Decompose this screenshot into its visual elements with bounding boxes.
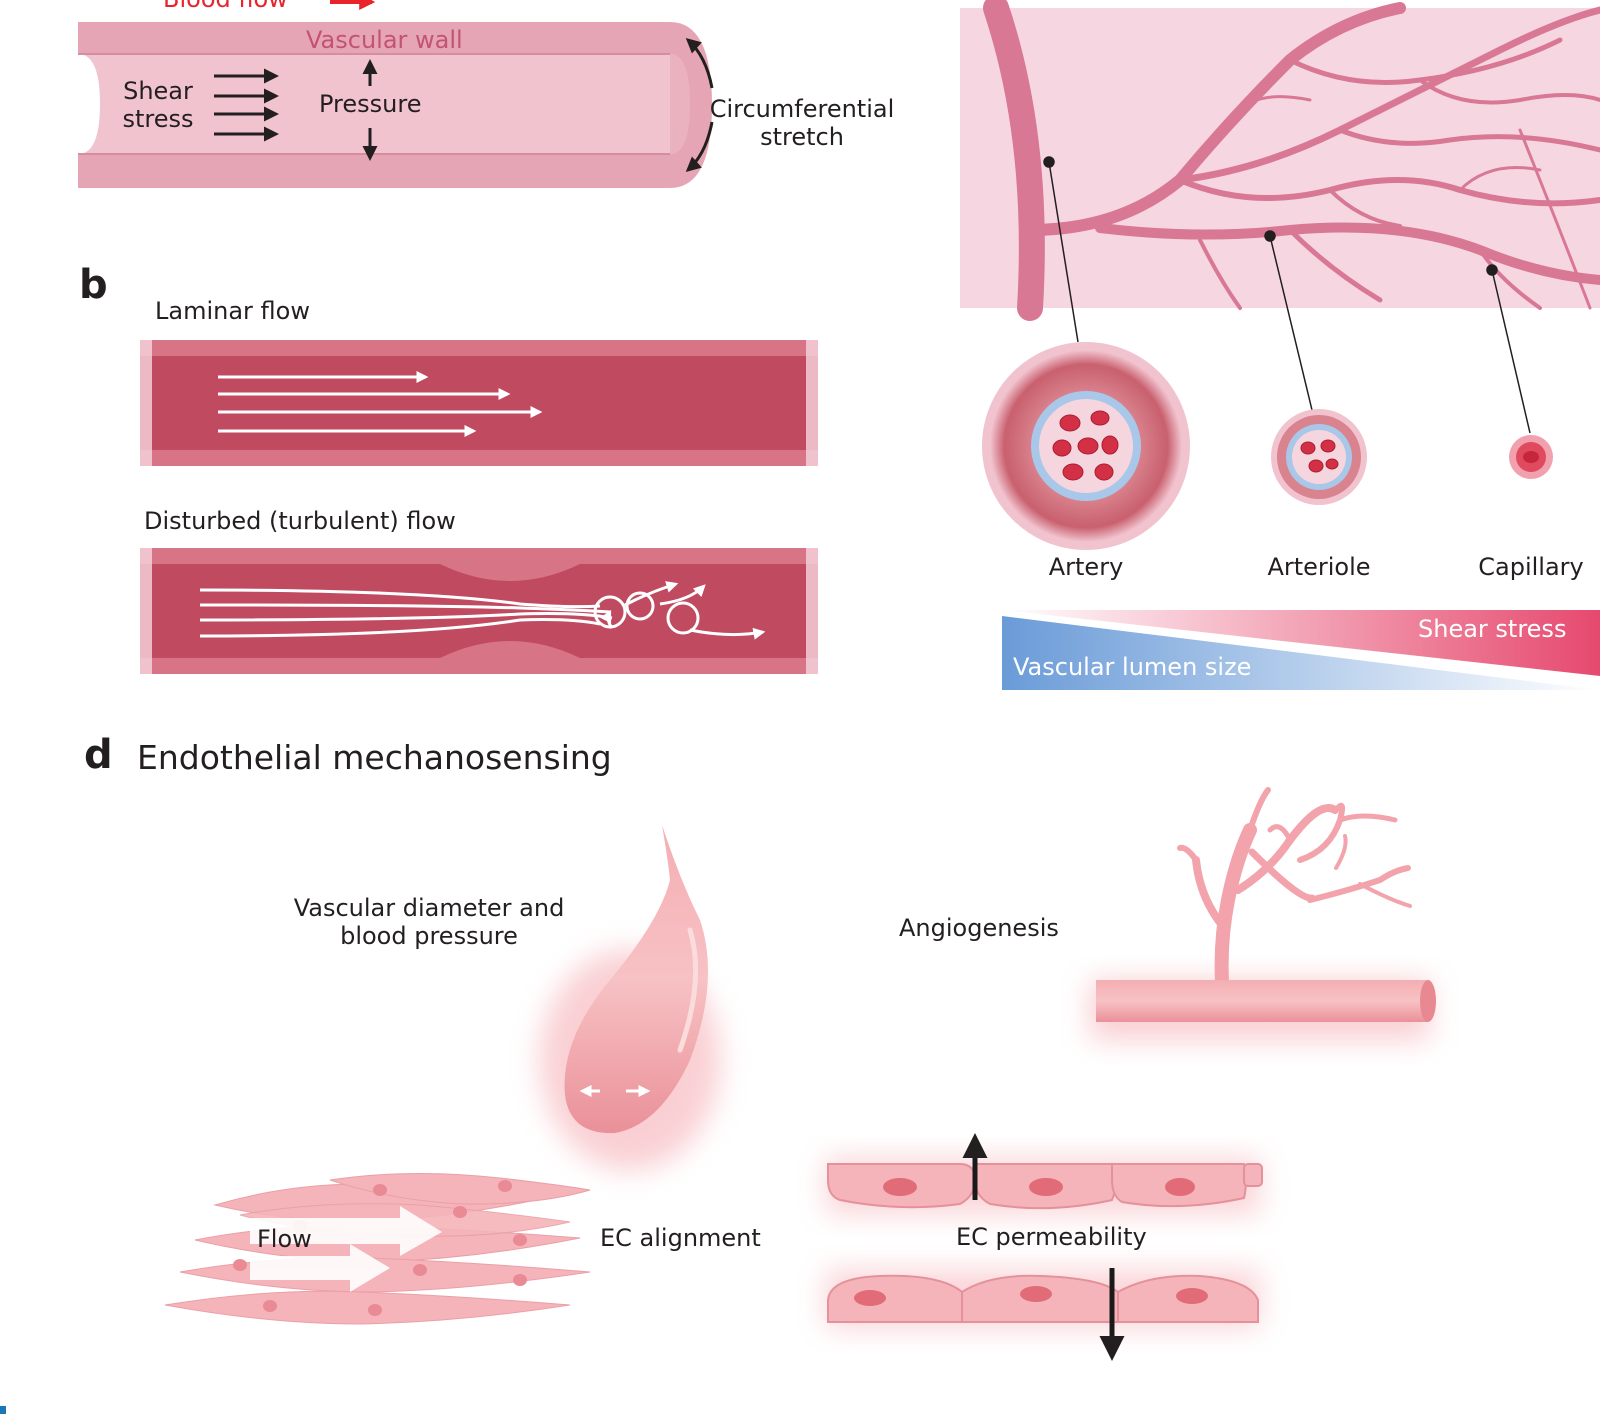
shear-stress-label: Shear stress [122,77,194,133]
ec-alignment-label: EC alignment [600,1224,761,1252]
arteriole-cross-section [1271,409,1367,505]
panel-d-letter: d [84,732,113,778]
circumferential-stretch-label: Circumferential stretch [709,95,895,151]
artery-label: Artery [1048,553,1124,581]
ec-alignment-illustration [164,1172,591,1325]
disturbed-flow-tube [140,548,818,674]
circumferential-stretch-arrows [685,38,714,172]
arteriole-label: Arteriole [1267,553,1371,581]
panel-b-letter: b [79,262,108,308]
lumen-size-gradient-label: Vascular lumen size [1013,653,1252,681]
artery-cross-section [982,342,1190,550]
ec-permeability-illustration [826,1133,1263,1361]
blood-flow-label: Blood flow [163,0,288,14]
ec-permeability-label: EC permeability [956,1223,1147,1251]
disturbed-flow-label: Disturbed (turbulent) flow [144,507,456,535]
laminar-flow-label: Laminar flow [155,297,310,325]
diameter-pressure-label: Vascular diameter and blood pressure [293,894,565,950]
panel-d-title: Endothelial mechanosensing [137,738,612,777]
panel-c-edge-mark [0,1406,6,1414]
vessel-dilation-illustration [540,825,720,1170]
capillary-label: Capillary [1478,553,1584,581]
lumen-size-gradient [1002,616,1600,690]
angiogenesis-illustration [1090,787,1436,1040]
flow-label: Flow [257,1225,312,1253]
vascular-wall-label: Vascular wall [306,26,463,54]
capillary-cross-section [1509,435,1553,479]
vascular-network [960,0,1600,434]
panel-a-vessel [78,22,712,188]
angiogenesis-label: Angiogenesis [899,914,1059,942]
laminar-flow-tube [140,340,818,466]
shear-stress-gradient [1002,610,1600,676]
pressure-label: Pressure [319,90,422,118]
shear-stress-arrows [214,68,279,142]
shear-stress-gradient-label: Shear stress [1418,615,1567,643]
